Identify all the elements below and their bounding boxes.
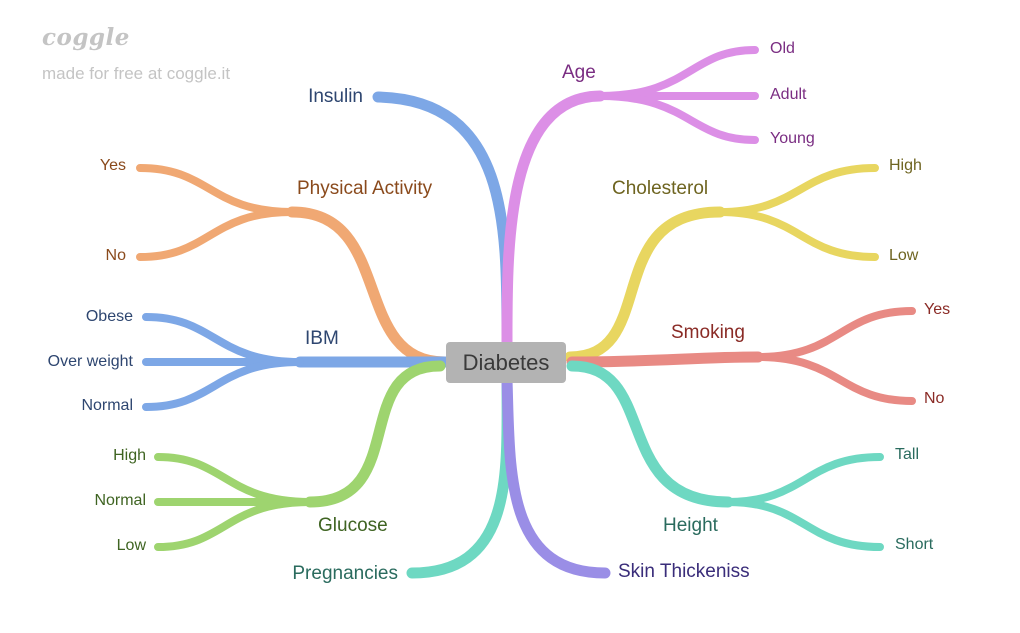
central-node[interactable]: Diabetes <box>446 342 566 383</box>
leaf-chol-low[interactable]: Low <box>889 247 919 264</box>
branch-ibm-obese[interactable] <box>142 313 304 366</box>
branch-glucose[interactable] <box>304 360 446 508</box>
node-insulin[interactable]: Insulin <box>308 86 363 107</box>
branch-height-short[interactable] <box>724 498 884 551</box>
branch-height-tall[interactable] <box>724 453 884 506</box>
branch-age-old[interactable] <box>596 46 759 100</box>
leaf-pa-no[interactable]: No <box>105 247 126 264</box>
leaf-smoking-no[interactable]: No <box>924 390 945 407</box>
branch-smoking-yes[interactable] <box>754 307 916 361</box>
leaf-height-tall[interactable]: Tall <box>895 446 920 463</box>
leaf-smoking-yes[interactable]: Yes <box>924 301 951 318</box>
branch-pa-no[interactable] <box>136 208 296 261</box>
branch-height[interactable] <box>566 360 734 508</box>
leaf-pa-yes[interactable]: Yes <box>99 157 126 174</box>
leaf-age-adult[interactable]: Adult <box>770 86 807 103</box>
leaf-glucose-low[interactable]: Low <box>116 537 146 554</box>
coggle-logo[interactable]: coggle <box>42 24 130 51</box>
node-ibm[interactable]: IBM <box>305 328 339 349</box>
branch-pregnancies[interactable] <box>406 374 513 579</box>
leaf-ibm-obese[interactable]: Obese <box>85 308 133 325</box>
branch-insulin[interactable] <box>372 91 513 351</box>
leaf-age-young[interactable]: Young <box>770 130 815 147</box>
branch-ibm-normal[interactable] <box>142 358 304 411</box>
leaf-height-short[interactable]: Short <box>895 536 934 553</box>
node-age[interactable]: Age <box>562 62 596 83</box>
branch-chol-low[interactable] <box>716 208 879 261</box>
branch-glucose-low[interactable] <box>154 498 314 551</box>
node-skin-thickeniss[interactable]: Skin Thickeniss <box>618 561 750 582</box>
leaf-ibm-overweight[interactable]: Over weight <box>47 353 133 370</box>
leaf-glucose-normal[interactable]: Normal <box>94 492 146 509</box>
node-cholesterol[interactable]: Cholesterol <box>612 178 709 199</box>
coggle-tagline[interactable]: made for free at coggle.it <box>42 64 231 83</box>
branch-smoking[interactable] <box>566 351 764 368</box>
node-glucose[interactable]: Glucose <box>318 515 388 536</box>
node-pregnancies[interactable]: Pregnancies <box>292 563 398 584</box>
leaf-ibm-normal[interactable]: Normal <box>81 397 133 414</box>
branch-smoking-no[interactable] <box>754 353 916 405</box>
leaf-glucose-high[interactable]: High <box>113 447 146 464</box>
node-height[interactable]: Height <box>663 515 718 536</box>
branch-skin-thickeniss[interactable] <box>501 374 611 579</box>
branch-age-young[interactable] <box>596 92 759 144</box>
leaf-chol-high[interactable]: High <box>889 157 922 174</box>
branch-cholesterol[interactable] <box>564 206 726 363</box>
leaf-age-old[interactable]: Old <box>770 40 795 57</box>
node-smoking[interactable]: Smoking <box>671 322 745 343</box>
branch-physical-activity[interactable] <box>286 206 451 368</box>
node-physical-activity[interactable]: Physical Activity <box>297 178 433 199</box>
branch-chol-high[interactable] <box>716 164 879 216</box>
branch-age[interactable] <box>501 90 606 351</box>
branch-pa-yes[interactable] <box>136 164 296 216</box>
branch-glucose-high[interactable] <box>154 453 314 506</box>
